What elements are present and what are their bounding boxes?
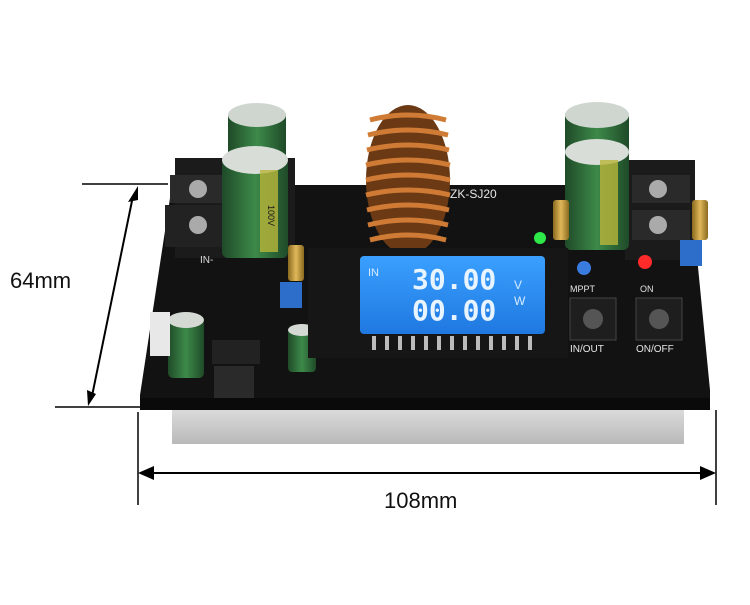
capacitor-label: 100V xyxy=(266,205,276,226)
ic-chip xyxy=(212,340,260,364)
lcd-screen xyxy=(360,256,545,334)
model-label: ZK-SJ20 xyxy=(450,187,497,201)
width-dimension-label: 108mm xyxy=(384,488,458,513)
height-arrow-line xyxy=(91,195,134,397)
blue-led-icon xyxy=(577,261,591,275)
brass-pot-3 xyxy=(692,200,708,240)
green-led-icon xyxy=(534,232,546,244)
small-capacitor-left xyxy=(168,312,204,378)
on-off-label: ON/OFF xyxy=(636,344,674,355)
width-arrow-left-icon xyxy=(138,466,154,480)
on-label: ON xyxy=(640,284,654,294)
in-out-label: IN/OUT xyxy=(570,344,604,355)
lcd-power-unit: W xyxy=(514,294,526,308)
red-led-icon xyxy=(638,255,652,269)
on-off-button[interactable] xyxy=(635,297,683,341)
toroid-inductor xyxy=(365,105,451,255)
lcd-voltage: 30.00 xyxy=(412,263,496,296)
height-arrow-top-icon xyxy=(128,186,138,202)
width-arrow-right-icon xyxy=(700,466,716,480)
mppt-label: MPPT xyxy=(570,284,596,294)
capacitor-left-front xyxy=(222,146,288,258)
height-dimension-label: 64mm xyxy=(10,268,72,293)
lcd-voltage-unit: V xyxy=(514,278,522,292)
white-connector xyxy=(150,312,170,356)
lcd-power: 00.00 xyxy=(412,294,496,327)
lcd-in-label: IN xyxy=(368,267,379,279)
terminal-label: IN- xyxy=(200,255,213,266)
brass-pot-2 xyxy=(553,200,569,240)
height-arrow-bottom-icon xyxy=(87,390,96,406)
in-out-button[interactable] xyxy=(569,297,617,341)
lcd-pins xyxy=(372,336,532,350)
brass-pot-1 xyxy=(288,245,304,281)
inductor-small xyxy=(214,366,254,398)
right-terminal-block xyxy=(625,160,695,260)
blue-trimpot-left xyxy=(280,282,302,308)
capacitor-right-front xyxy=(565,139,629,250)
blue-trimpot-right xyxy=(680,240,702,266)
